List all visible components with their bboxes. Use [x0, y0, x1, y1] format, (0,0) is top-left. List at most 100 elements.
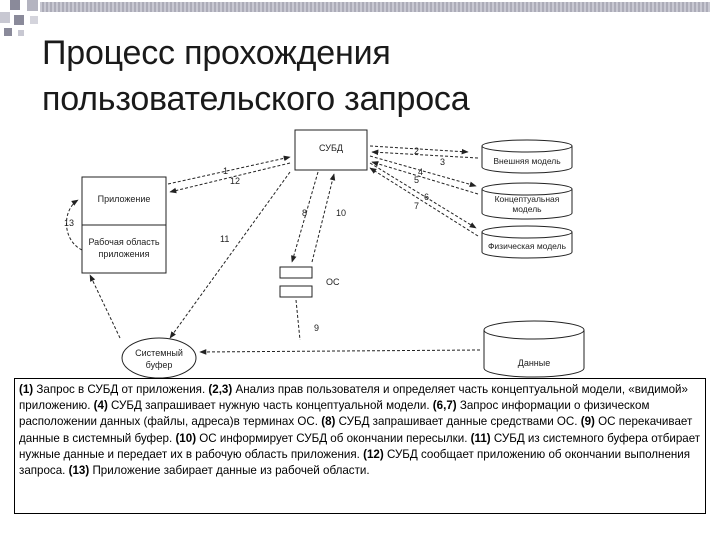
stripe: [374, 2, 376, 12]
stripe: [242, 2, 244, 12]
stripe: [686, 2, 688, 12]
stripe: [322, 2, 324, 12]
stripe: [170, 2, 172, 12]
stripe: [46, 2, 48, 12]
stripe: [314, 2, 316, 12]
stripe: [146, 2, 148, 12]
stripe: [406, 2, 408, 12]
stripe: [74, 2, 76, 12]
arrow-6: [369, 162, 477, 229]
os-block-2: [279, 285, 313, 298]
stripe: [642, 2, 644, 12]
stripe: [530, 2, 532, 12]
physical-model-label: Физическая модель: [488, 241, 567, 251]
stripe: [102, 2, 104, 12]
stripe: [458, 2, 460, 12]
stripe: [390, 2, 392, 12]
label-1: 1: [223, 166, 228, 176]
stripe: [474, 2, 476, 12]
stripe: [198, 2, 200, 12]
stripe: [362, 2, 364, 12]
label-6: 6: [424, 192, 429, 202]
deco-square: [18, 30, 24, 36]
stripe: [274, 2, 276, 12]
stripe: [190, 2, 192, 12]
arrow-3: [371, 149, 479, 159]
stripe: [122, 2, 124, 12]
label-11: 11: [220, 234, 229, 244]
system-buffer-label-line-2: буфер: [146, 360, 173, 370]
stripe: [402, 2, 404, 12]
application-label: Приложение: [98, 194, 151, 204]
stripe: [262, 2, 264, 12]
conceptual-model-label-line-1: Концептуальная: [495, 194, 560, 204]
stripe: [702, 2, 704, 12]
stripe: [238, 2, 240, 12]
stripe: [130, 2, 132, 12]
corner-decoration: [0, 0, 710, 36]
stripe: [250, 2, 252, 12]
stripe: [482, 2, 484, 12]
stripe: [226, 2, 228, 12]
stripe: [450, 2, 452, 12]
stripe: [106, 2, 108, 12]
title-line-1: Процесс прохождения: [42, 34, 391, 72]
deco-square: [0, 12, 10, 23]
stripe: [602, 2, 604, 12]
stripe: [538, 2, 540, 12]
stripe: [490, 2, 492, 12]
stripe: [206, 2, 208, 12]
arrow-7: [369, 167, 479, 237]
stripe: [54, 2, 56, 12]
stripe: [266, 2, 268, 12]
step-text: Запрос информации о физическом расположе…: [19, 399, 650, 429]
step-number: (9): [580, 415, 595, 429]
stripe: [418, 2, 420, 12]
stripe: [62, 2, 64, 12]
step-text: СУБД запрашивает нужную часть концептуал…: [107, 399, 433, 413]
stripe: [594, 2, 596, 12]
stripe: [230, 2, 232, 12]
stripe: [674, 2, 676, 12]
stripe: [470, 2, 472, 12]
stripe: [94, 2, 96, 12]
stripe: [382, 2, 384, 12]
stripe: [466, 2, 468, 12]
dbms-box: [294, 129, 368, 171]
stripe: [234, 2, 236, 12]
stripe: [342, 2, 344, 12]
external-model-label: Внешняя модель: [493, 156, 561, 166]
step-number: (6,7): [432, 399, 457, 413]
step-number: (2,3): [208, 383, 233, 396]
arrow-2: [369, 145, 469, 155]
stripe: [646, 2, 648, 12]
stripe: [298, 2, 300, 12]
deco-square: [30, 16, 38, 24]
stripe: [694, 2, 696, 12]
step-text: ОС информирует СУБД об окончании пересыл…: [196, 431, 471, 445]
deco-square: [4, 28, 12, 36]
stripe: [410, 2, 412, 12]
stripe: [350, 2, 352, 12]
stripe: [346, 2, 348, 12]
stripe: [526, 2, 528, 12]
stripe: [118, 2, 120, 12]
step-text: СУБД запрашивает данные средствами ОС.: [335, 415, 581, 429]
stripe: [454, 2, 456, 12]
stripe: [590, 2, 592, 12]
stripe: [82, 2, 84, 12]
step-text: СУБД сообщает приложению об окончании вы…: [19, 447, 691, 478]
stripe: [358, 2, 360, 12]
deco-square: [10, 0, 20, 10]
stripe: [370, 2, 372, 12]
stripe: [78, 2, 80, 12]
arrow-10: [311, 173, 336, 263]
stripe: [422, 2, 424, 12]
os-block-1: [279, 266, 313, 279]
stripe: [562, 2, 564, 12]
stripe: [386, 2, 388, 12]
arrow-12: [169, 162, 291, 194]
stripe: [138, 2, 140, 12]
stripe: [630, 2, 632, 12]
stripe: [578, 2, 580, 12]
